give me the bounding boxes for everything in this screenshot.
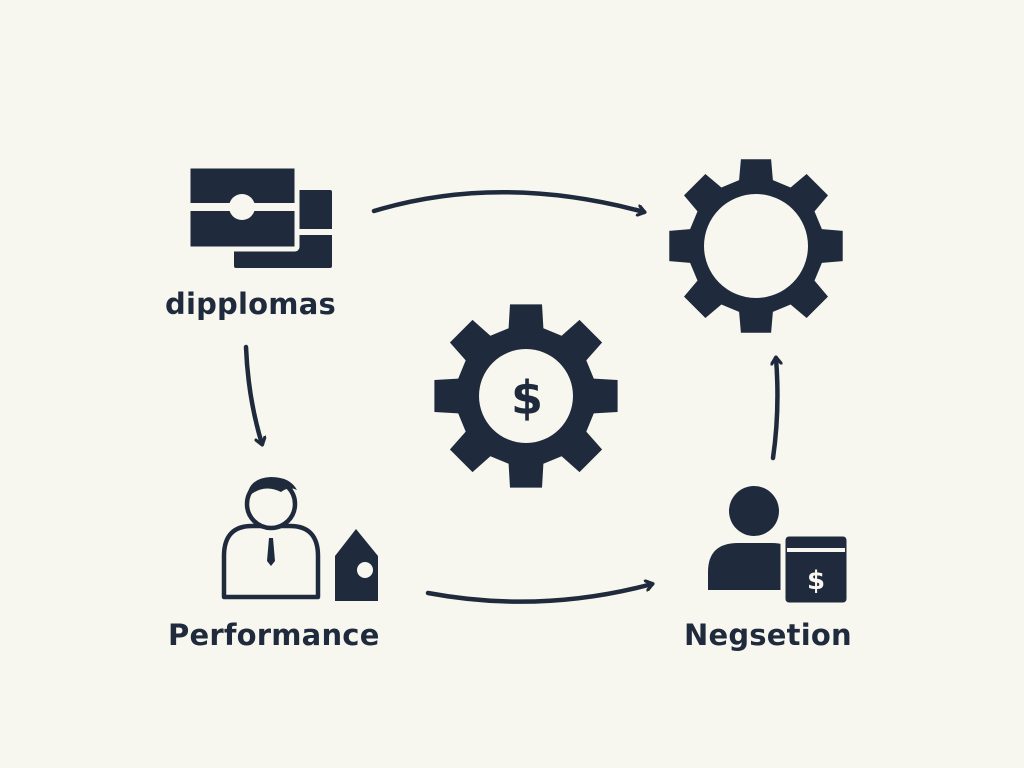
arrow-diplomas-to-performance (243, 344, 262, 444)
arrow-diplomas-to-gear (371, 190, 644, 212)
negotiation-label: Negsetion (684, 618, 852, 652)
person-with-house-tag-icon (221, 477, 378, 601)
performance-label: Performance (168, 618, 380, 652)
gear-dollar-symbol: $ (511, 371, 543, 425)
diplomas-label: dipplomas (165, 287, 336, 321)
dollar-gear-icon: $ (434, 304, 618, 488)
person-with-money-card-icon: $ (708, 486, 852, 608)
arrow-negotiation-to-gear (773, 358, 777, 461)
card-dollar-symbol: $ (807, 566, 825, 596)
gear-icon (669, 159, 843, 333)
arrow-performance-to-negotiation (425, 584, 652, 604)
diploma-certificate-icon (185, 163, 332, 268)
